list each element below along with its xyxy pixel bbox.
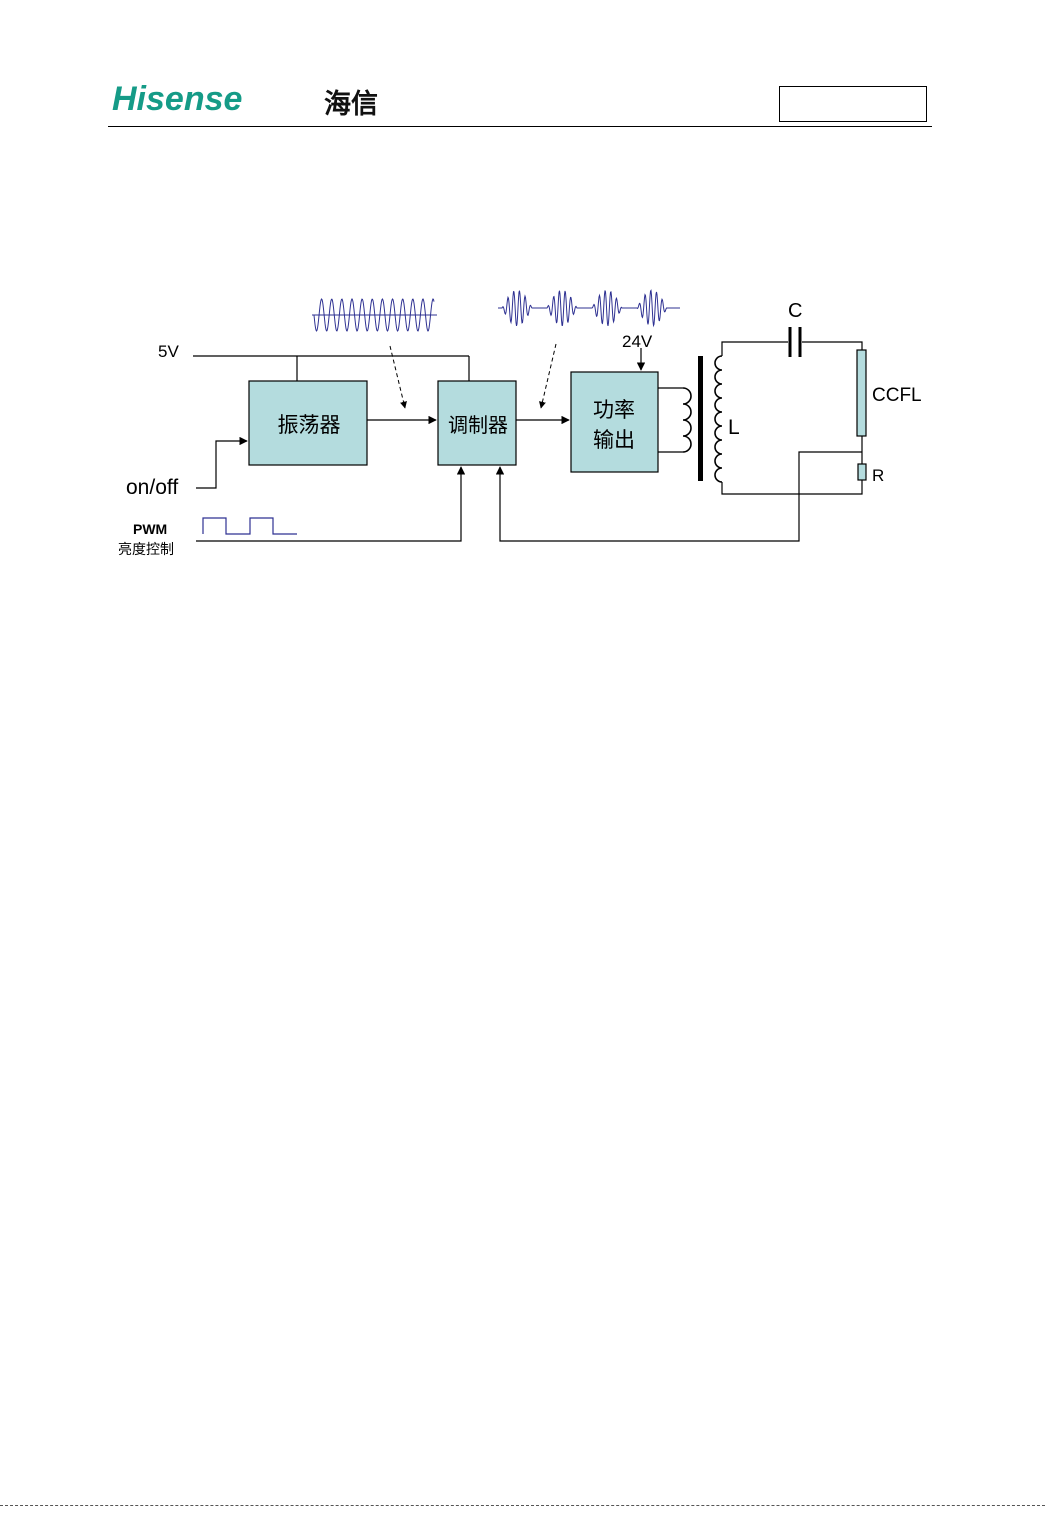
oscillator-label: 振荡器 [278, 413, 341, 437]
transformer [658, 356, 722, 482]
ccfl-label: CCFL [872, 385, 922, 406]
feedback-arrow [500, 452, 862, 541]
secondary-circuit [722, 342, 862, 494]
resistor-label: R [872, 466, 884, 485]
brightness-label: 亮度控制 [118, 541, 174, 558]
power-label-line2: 输出 [593, 428, 635, 452]
supply-5v-label: 5V [158, 342, 179, 361]
supply-24v-label: 24V [622, 332, 653, 351]
pwm-waveform [203, 518, 297, 534]
burst-pointer [541, 344, 556, 408]
pwm-label: PWM [133, 521, 167, 537]
carrier-waveform [312, 299, 437, 331]
carrier-pointer [390, 346, 405, 408]
on-off-label: on/off [126, 476, 178, 499]
on-off-arrow [196, 441, 247, 488]
inductor-label: L [728, 416, 740, 439]
ccfl-lamp [857, 350, 866, 436]
power-label-line1: 功率 [593, 398, 635, 422]
burst-waveform [498, 291, 680, 326]
power-output-block [571, 372, 658, 472]
resistor [858, 464, 866, 480]
capacitor [790, 327, 800, 357]
supply-5v-rail [193, 356, 469, 381]
capacitor-label: C [788, 300, 802, 322]
footer-divider [0, 1505, 1045, 1506]
pwm-arrow [196, 467, 461, 541]
modulator-label: 调制器 [448, 413, 508, 437]
